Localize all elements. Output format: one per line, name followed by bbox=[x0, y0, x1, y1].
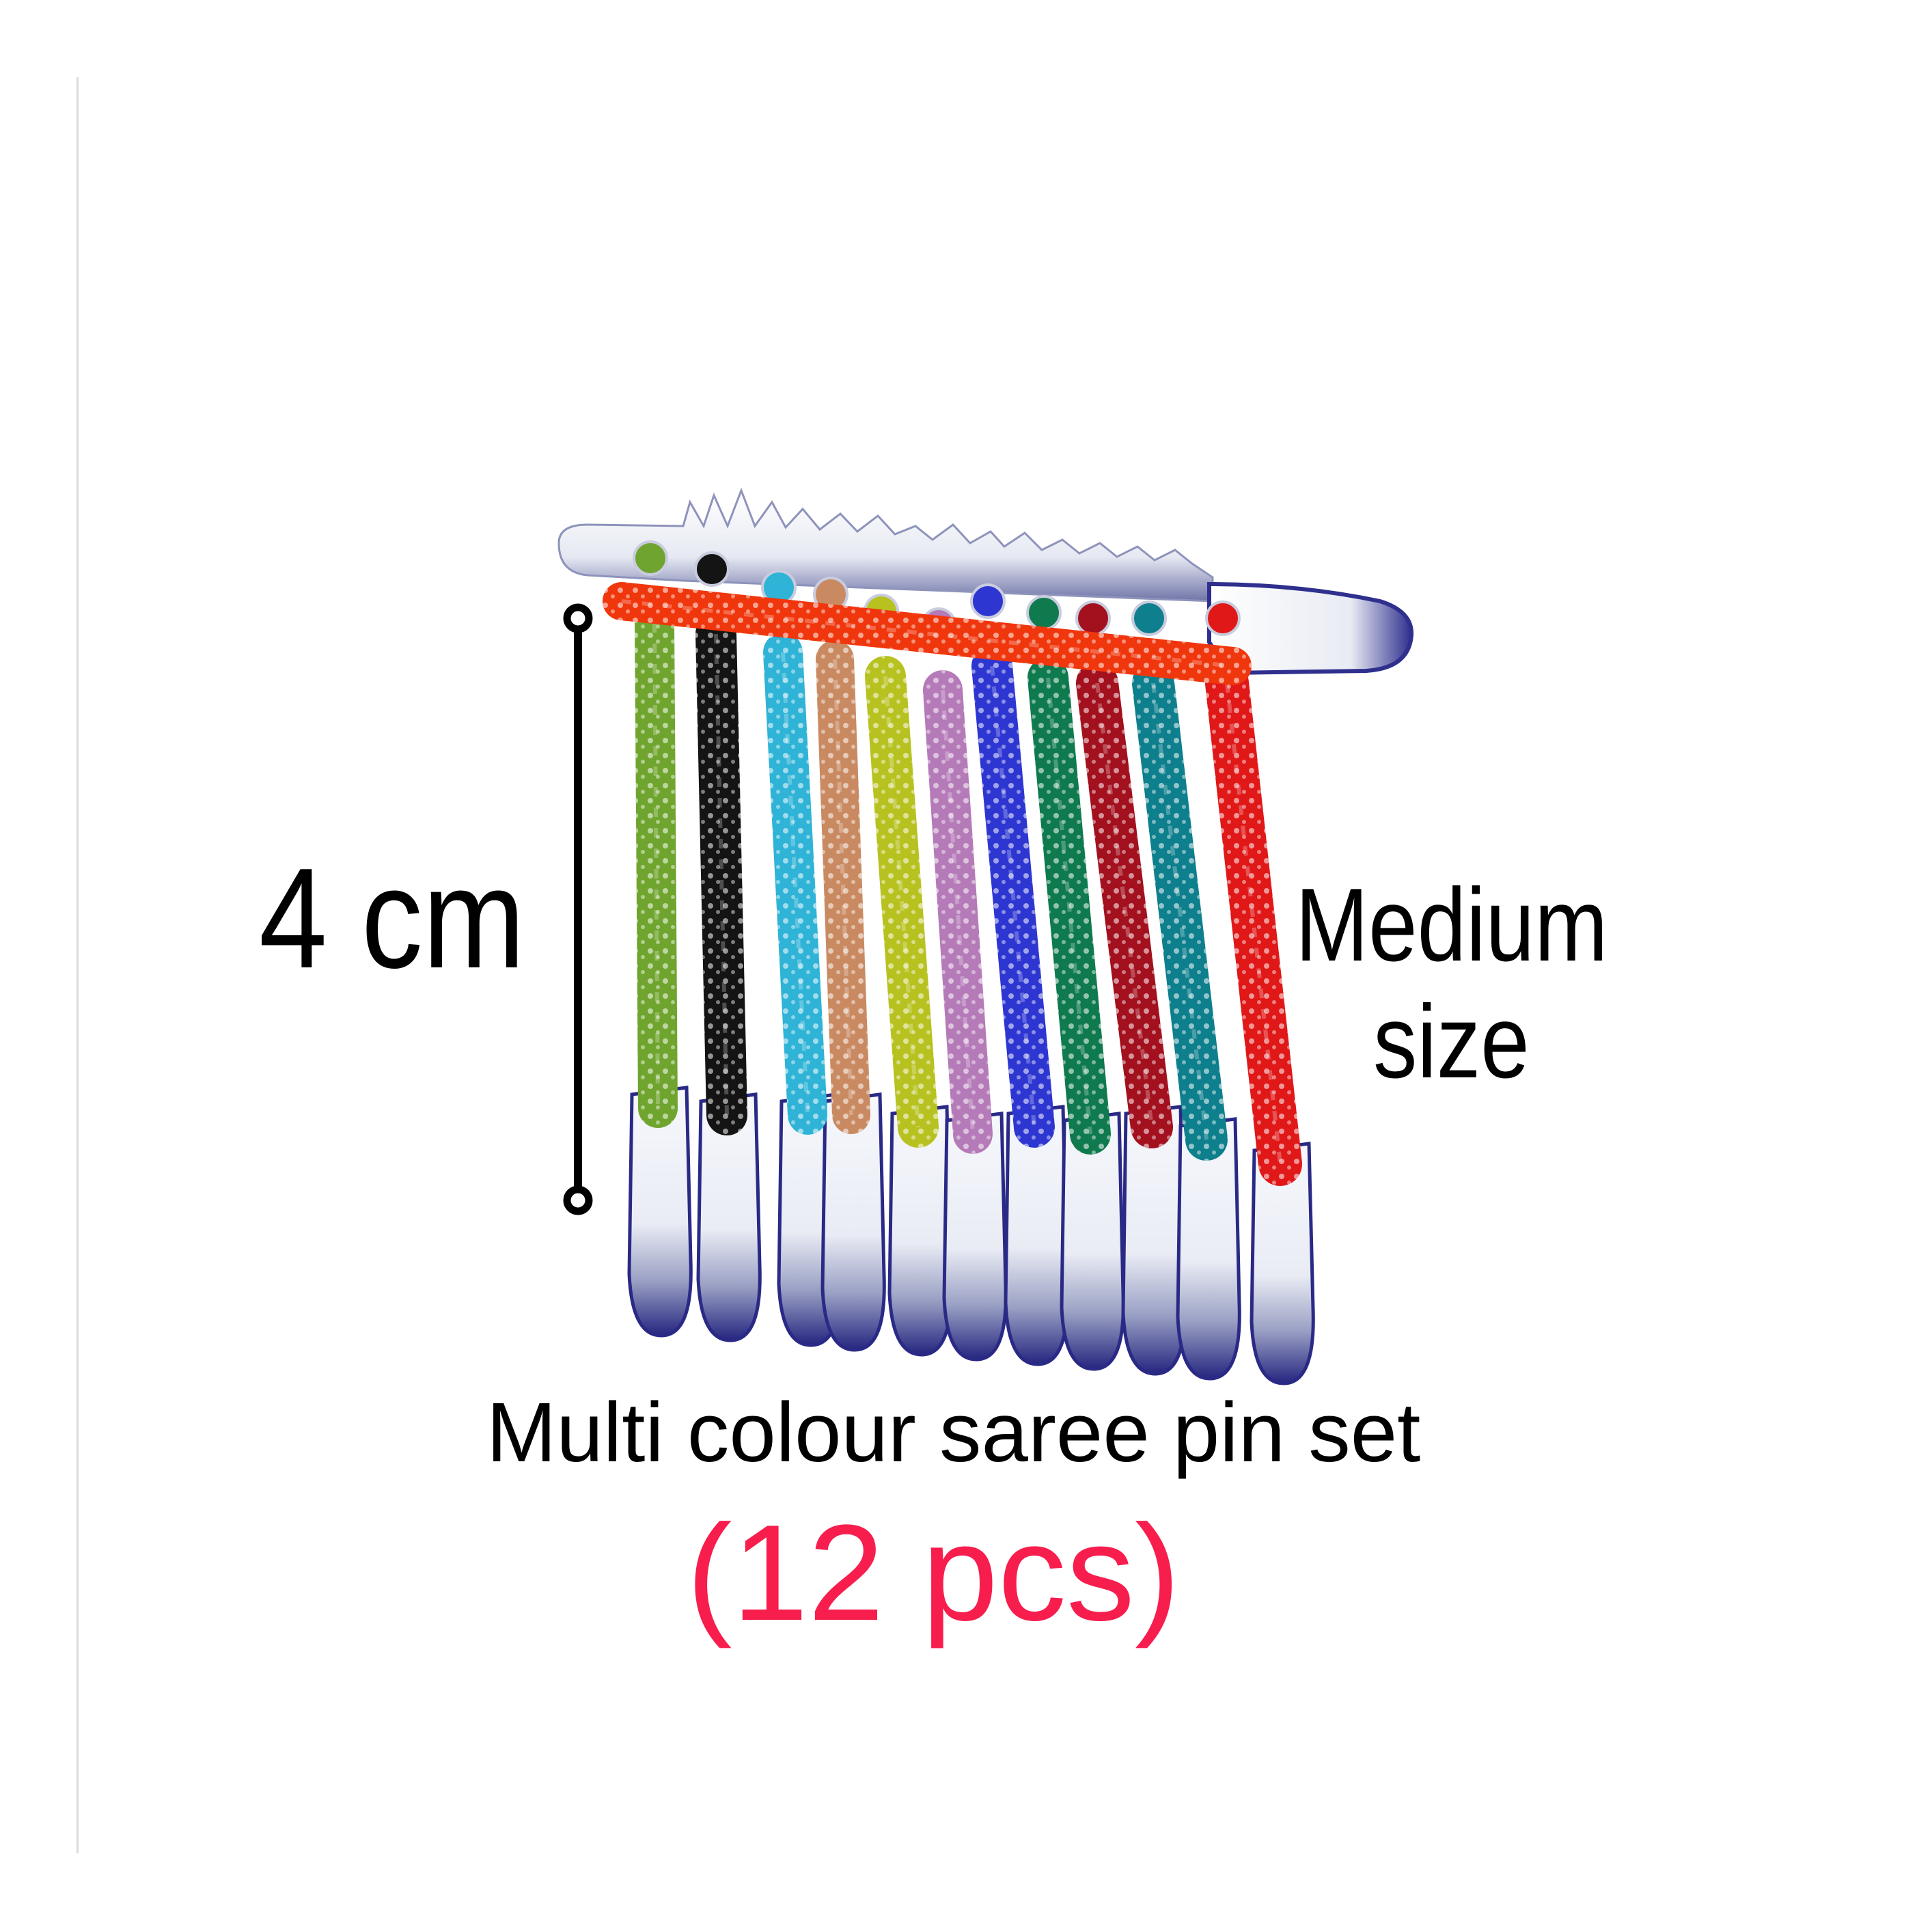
pin-head bbox=[1205, 601, 1241, 636]
pin-loop bbox=[1250, 1142, 1315, 1385]
pin-head bbox=[1075, 601, 1111, 636]
size-label-line2: size bbox=[1373, 984, 1530, 1100]
dimension-top-endpoint bbox=[563, 603, 593, 633]
size-label: Medium size bbox=[1295, 873, 1607, 1094]
pin-loop bbox=[1176, 1117, 1241, 1381]
product-caption: Multi colour saree pin set bbox=[486, 1386, 1421, 1480]
dimension-indicator bbox=[563, 603, 593, 1215]
dimension-bottom-endpoint bbox=[563, 1185, 593, 1215]
pin-bottom-loops bbox=[627, 1086, 1315, 1385]
pin-head bbox=[633, 540, 668, 576]
pin-loop bbox=[820, 1092, 886, 1352]
dimension-label: 4 cm bbox=[259, 839, 525, 998]
pin-head bbox=[694, 551, 730, 587]
piece-count-label: (12 pcs) bbox=[687, 1497, 1181, 1649]
size-label-line1: Medium bbox=[1295, 867, 1608, 983]
pin-head bbox=[970, 583, 1006, 619]
pin-spring-loop bbox=[1207, 581, 1414, 676]
left-edge-divider bbox=[77, 77, 79, 1853]
pin-loop bbox=[627, 1086, 693, 1338]
pin-loop bbox=[696, 1092, 762, 1342]
pin-head bbox=[1026, 595, 1062, 631]
pin-bars bbox=[603, 582, 1302, 1186]
pin-head bbox=[1131, 601, 1167, 636]
